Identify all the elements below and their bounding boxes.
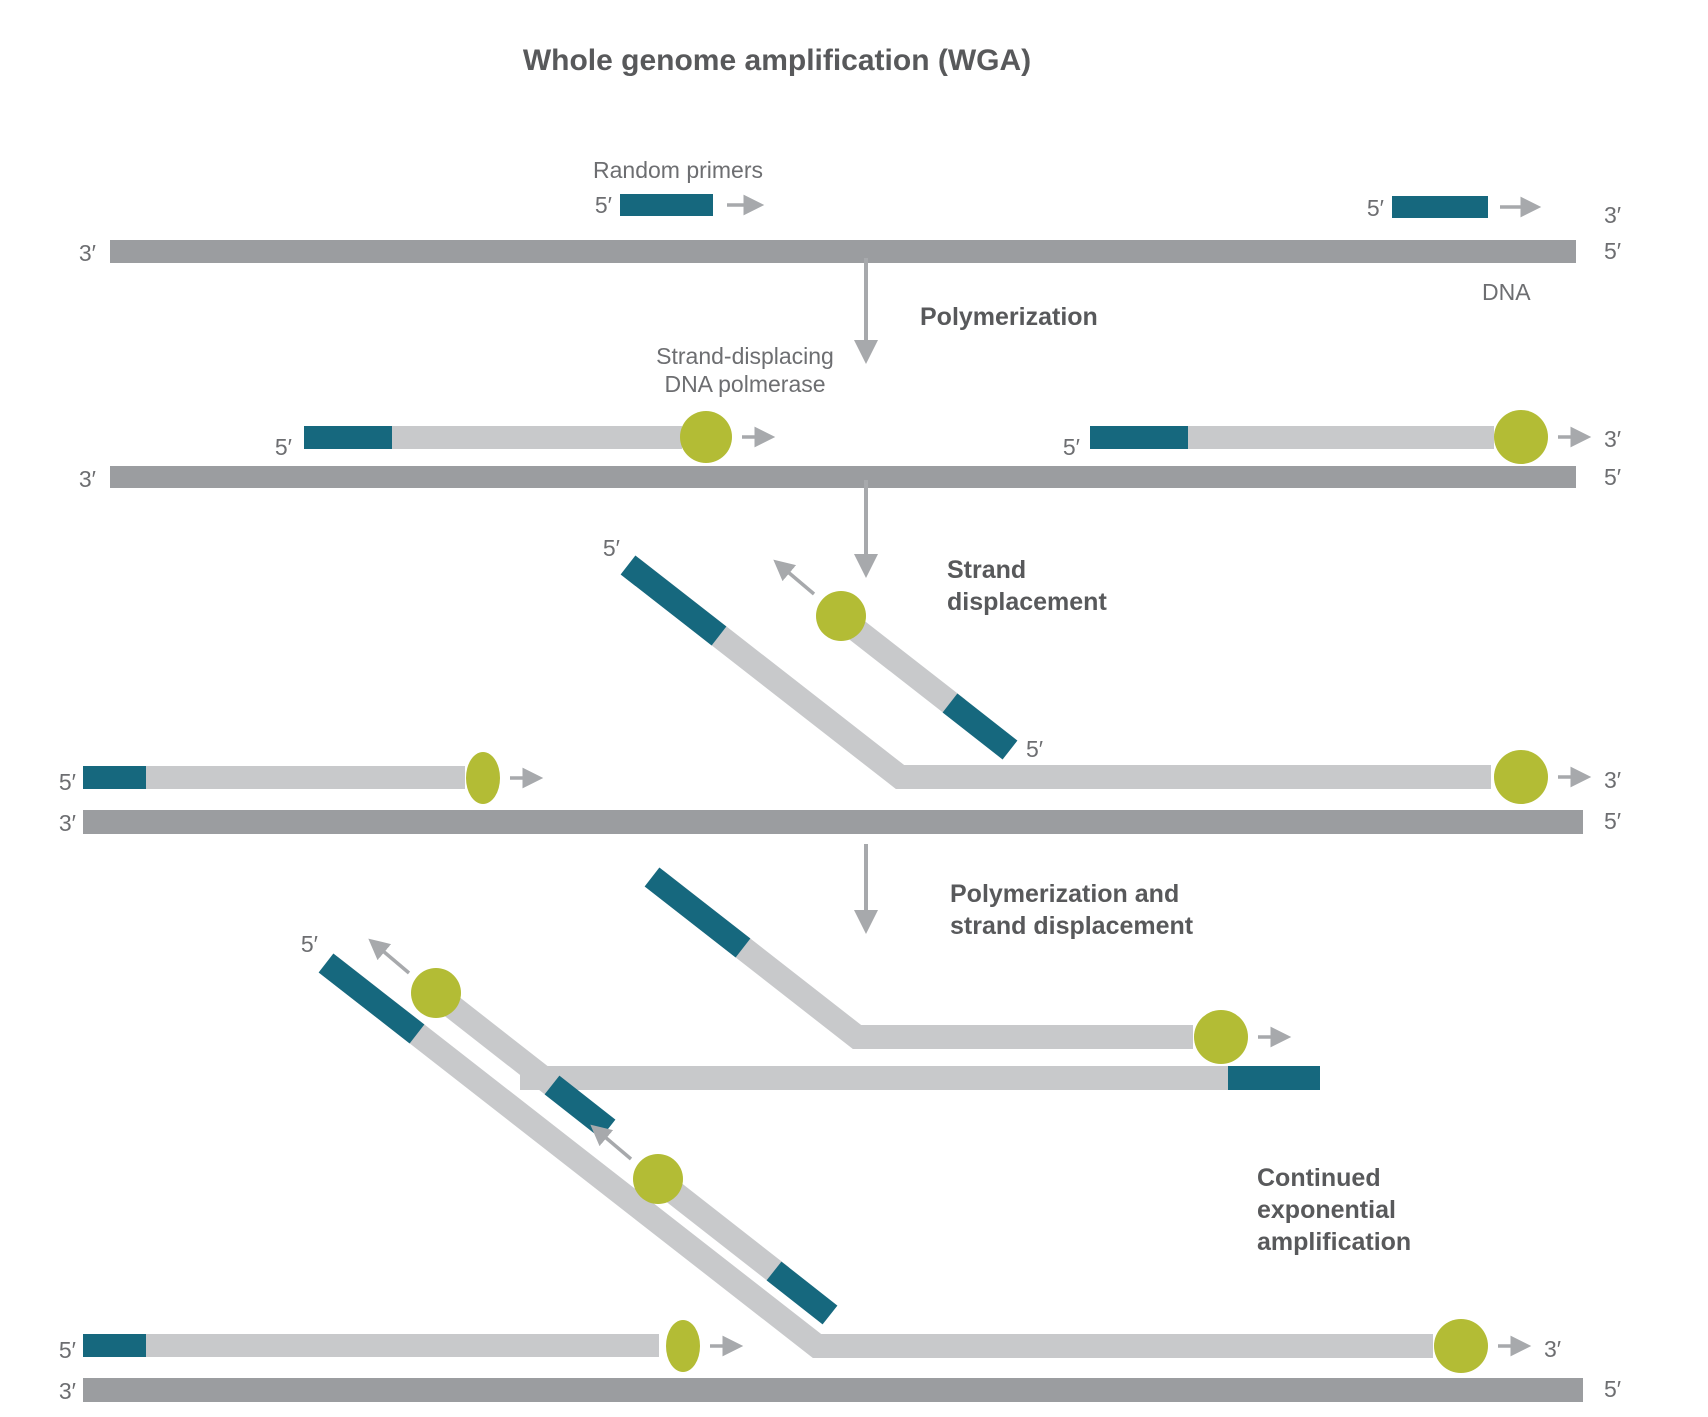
five-prime-label: 5′: [1026, 736, 1043, 762]
new-strand-bar: [520, 1066, 1228, 1090]
step-label-poly-sd-line1: Polymerization and: [950, 880, 1179, 908]
primer-rect: [942, 693, 1018, 760]
dna-template-bar: [110, 240, 1576, 263]
displacement-arrow-icon: [590, 1124, 633, 1161]
displaced-strand-path: [322, 956, 1433, 1358]
primer-rect: [83, 766, 146, 789]
polymerase-icon: [1434, 1319, 1488, 1373]
new-strand-bar: [392, 426, 682, 449]
primer-rect: [318, 953, 425, 1044]
polymerase-icon: [411, 968, 461, 1018]
dna-template-bar: [110, 466, 1576, 488]
step-label-polymerization: Polymerization: [920, 303, 1098, 331]
displaced-strand-path: [624, 558, 1491, 789]
polymerase-icon: [633, 1154, 683, 1204]
polymerase-icon: [1494, 750, 1548, 804]
five-prime-label: 5′: [59, 1337, 76, 1363]
five-prime-label: 5′: [603, 535, 620, 561]
displacement-arrow-icon: [368, 938, 411, 975]
new-strand-bar: [428, 984, 568, 1101]
five-prime-label: 5′: [1367, 195, 1384, 221]
three-prime-label: 3′: [59, 810, 76, 836]
polymerase-icon: [680, 411, 732, 463]
new-strand-bar: [146, 1334, 659, 1357]
five-prime-label: 5′: [1063, 434, 1080, 460]
polymerase-icon: [1494, 410, 1548, 464]
enzyme-label-line2: DNA polmerase: [664, 371, 825, 397]
primer-rect: [1090, 426, 1188, 449]
primer-rect: [1228, 1066, 1320, 1090]
five-prime-label: 5′: [1604, 238, 1621, 264]
polymerase-icon: [466, 752, 500, 804]
stage-4-exponential-amplification: 5′ 3′ 5′ 3′ 5′ Continued exponential amp…: [59, 867, 1621, 1404]
dna-template-bar: [83, 1378, 1583, 1402]
step-label-strand: Strand: [947, 556, 1026, 584]
primer-rect: [544, 1075, 616, 1139]
random-primers-label: Random primers: [593, 157, 763, 183]
primer-rect: [1392, 196, 1488, 218]
primer-rect: [620, 194, 713, 216]
step-label-displacement: displacement: [947, 588, 1107, 616]
stage-2-polymerization: 5′ 5′ 3′ 3′ 5′: [79, 410, 1621, 492]
new-strand-bar: [1188, 426, 1494, 449]
three-prime-label: 3′: [1604, 767, 1621, 793]
primer-rect: [766, 1261, 838, 1325]
step-strand-displacement: Strand displacement: [854, 480, 1107, 616]
step-polymerization: Polymerization Strand-displacing DNA pol…: [656, 258, 1098, 397]
primer-rect: [644, 867, 751, 958]
five-prime-label: 5′: [275, 434, 292, 460]
step-label-amplification: amplification: [1257, 1228, 1411, 1256]
five-prime-label: 5′: [1604, 808, 1621, 834]
step-label-exponential: exponential: [1257, 1196, 1396, 1224]
five-prime-label: 5′: [59, 769, 76, 795]
dna-label: DNA: [1482, 279, 1531, 305]
three-prime-label: 3′: [59, 1378, 76, 1404]
five-prime-label: 5′: [1604, 1376, 1621, 1402]
polymerase-icon: [1194, 1010, 1248, 1064]
three-prime-label: 3′: [79, 466, 96, 492]
polymerase-icon: [666, 1320, 700, 1372]
polymerase-icon: [816, 591, 866, 641]
displacement-arrow-icon: [773, 559, 816, 596]
primer-rect: [304, 426, 392, 449]
stage-1-annealing: Random primers 5′ 5′ 3′ 3′ 5′ DNA: [79, 157, 1621, 305]
five-prime-label: 5′: [595, 192, 612, 218]
five-prime-label: 5′: [301, 931, 318, 957]
dna-template-bar: [83, 810, 1583, 834]
step-label-continued: Continued: [1257, 1164, 1381, 1192]
stage-3-displacement: 5′ 3′ 5′ 5′ 3′ 5′: [59, 535, 1621, 836]
step-label-poly-sd-line2: strand displacement: [950, 912, 1194, 940]
primer-rect: [83, 1334, 146, 1357]
three-prime-label: 3′: [1604, 202, 1621, 228]
three-prime-label: 3′: [1604, 426, 1621, 452]
primer-rect: [620, 555, 727, 646]
five-prime-label: 5′: [1604, 464, 1621, 490]
enzyme-label-line1: Strand-displacing: [656, 343, 834, 369]
three-prime-label: 3′: [1544, 1336, 1561, 1362]
new-strand-bar: [650, 1170, 790, 1287]
diagram-title: Whole genome amplification (WGA): [523, 44, 1031, 77]
new-strand-bar: [146, 766, 465, 789]
three-prime-label: 3′: [79, 240, 96, 266]
step-polymerization-and-strand-displacement: Polymerization and strand displacement: [854, 844, 1194, 940]
